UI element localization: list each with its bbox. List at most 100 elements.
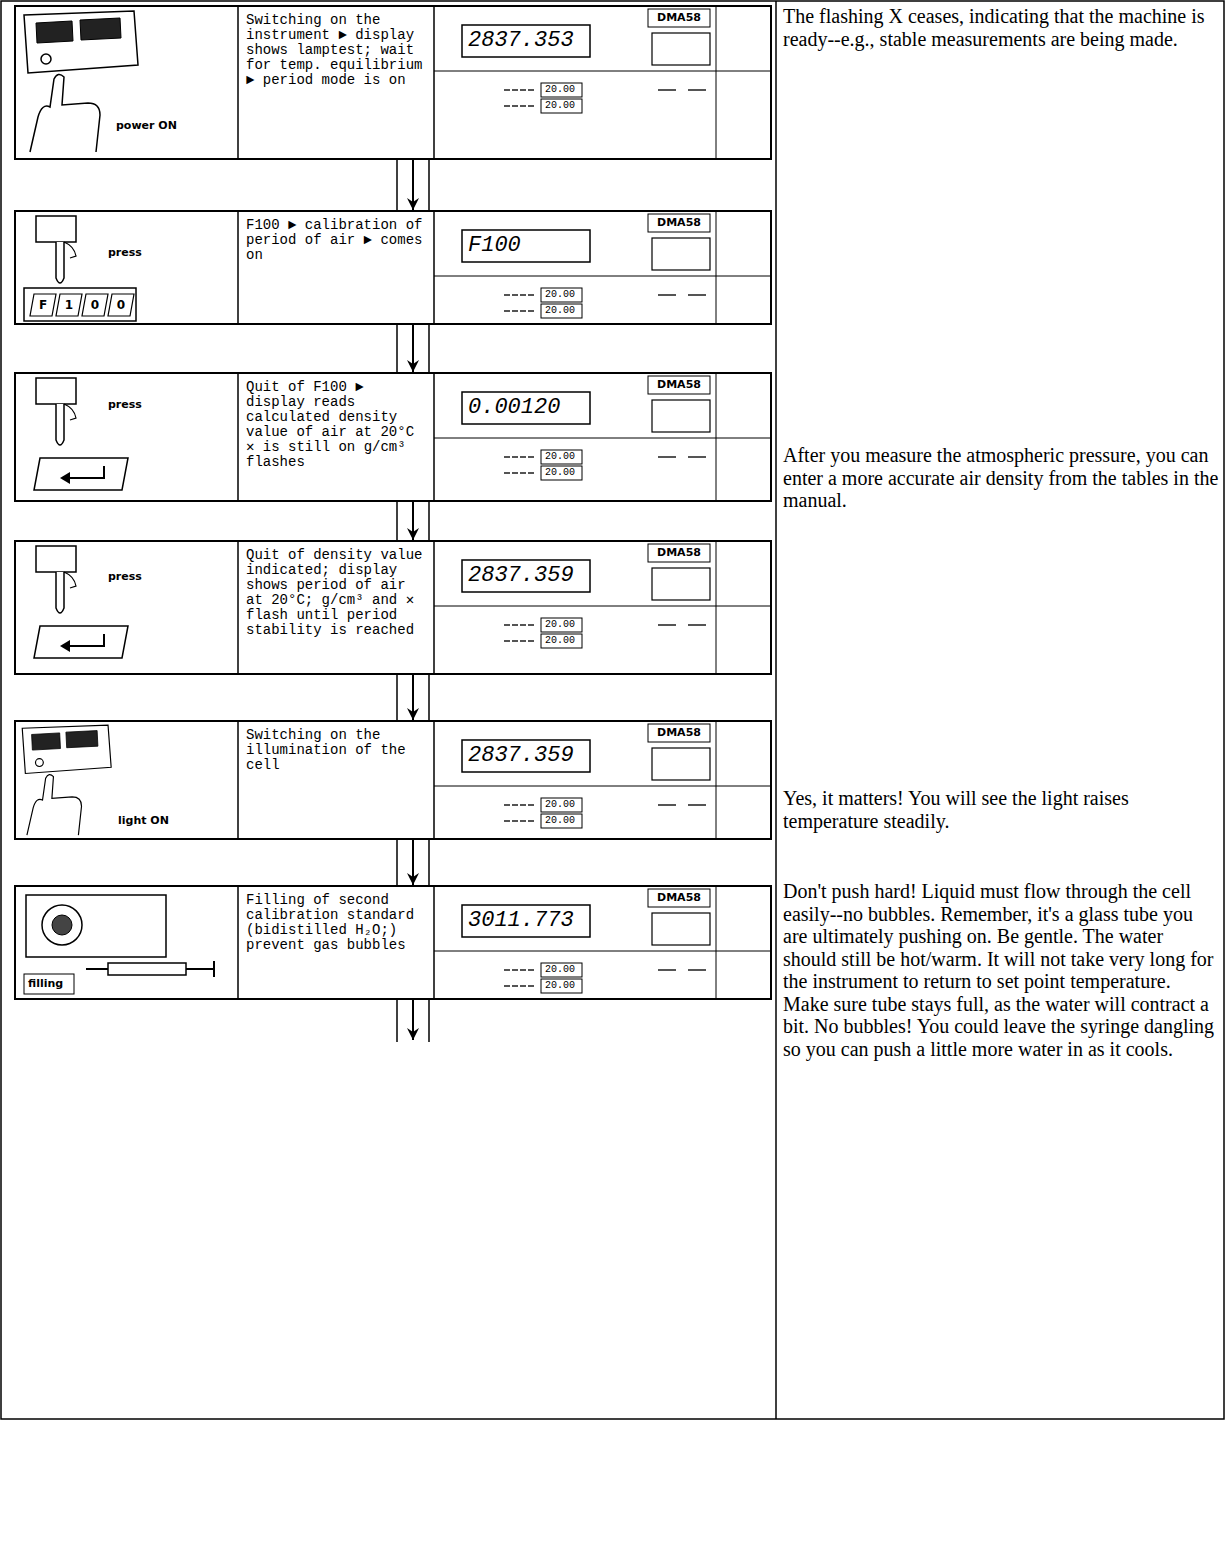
icon-caption: filling (28, 977, 63, 991)
key-cap (108, 294, 134, 316)
flow-arrow (412, 840, 414, 885)
temperature-box (541, 99, 582, 113)
keypad-frame (24, 288, 136, 321)
tiny-label-mark (504, 89, 534, 91)
enter-key-icon (34, 546, 128, 658)
panel-divider (237, 7, 239, 158)
temperature-reading: 20.00 (545, 100, 575, 112)
model-logo: DMA58 (648, 891, 710, 905)
display-divider (716, 722, 717, 838)
caption-box (24, 974, 74, 994)
display-divider (716, 542, 717, 673)
temperature-reading: 20.00 (545, 815, 575, 827)
rail (396, 502, 398, 540)
panel-art (24, 887, 770, 998)
tiny-label-mark (504, 624, 534, 626)
continue-arrow (412, 1000, 414, 1040)
step-instruction: Filling of second calibration standard (… (246, 893, 430, 953)
logo-box (648, 724, 710, 742)
instrument-panel (24, 11, 138, 73)
flow-arrow (412, 160, 414, 210)
temperature-box (541, 963, 582, 977)
column-divider (775, 1, 777, 1419)
indicator-mark (688, 969, 706, 971)
light-icon (22, 725, 111, 835)
rail (396, 1000, 398, 1042)
tiny-label-mark (504, 640, 534, 642)
display-divider (434, 951, 770, 952)
switch-button (36, 759, 44, 767)
blank-display (652, 568, 710, 600)
temperature-reading: 20.00 (545, 467, 575, 479)
display-window (462, 740, 590, 772)
indicator-mark (658, 89, 676, 91)
tiny-label-mark (504, 456, 534, 458)
step-panel: Switching on the illumination of the cel… (14, 720, 772, 840)
step-panel: Switching on the instrument ► display sh… (14, 5, 772, 160)
hand-knuckle (64, 404, 76, 420)
syringe-handle (213, 961, 215, 977)
blank-display (652, 238, 710, 270)
side-note: After you measure the atmospheric pressu… (783, 444, 1219, 512)
blank-display (652, 913, 710, 945)
cell-window (52, 915, 72, 935)
instrument-side (26, 895, 166, 957)
tiny-label-mark (504, 985, 534, 987)
indicator-mark (688, 624, 706, 626)
step-instruction: Quit of density value indicated; display… (246, 548, 430, 638)
temperature-box (541, 83, 582, 97)
logo-box (648, 889, 710, 907)
side-note: Don't push hard! Liquid must flow throug… (783, 880, 1219, 1060)
model-logo: DMA58 (648, 726, 710, 740)
blank-display (652, 400, 710, 432)
tiny-label-mark (504, 820, 534, 822)
hand-knuckle (64, 242, 76, 258)
switch-button (41, 54, 51, 64)
model-logo: DMA58 (648, 11, 710, 25)
flow-arrow (412, 325, 414, 372)
instrument-window (32, 733, 61, 750)
tiny-label-mark (504, 294, 534, 296)
pressing-hand (27, 775, 82, 836)
pointing-finger (56, 572, 64, 613)
display-window (462, 230, 590, 262)
temperature-box (541, 814, 582, 828)
key-cap (56, 294, 82, 316)
enter-key-icon (34, 378, 128, 490)
key-label: 0 (82, 297, 108, 313)
temperature-box (541, 979, 582, 993)
enter-symbol-head (60, 640, 70, 652)
icon-caption: power ON (116, 119, 177, 133)
panel-divider (433, 887, 435, 998)
indicator-mark (658, 624, 676, 626)
temperature-reading: 20.00 (545, 305, 575, 317)
instrument-window (36, 21, 73, 43)
rail (428, 675, 430, 720)
enter-symbol (68, 466, 104, 478)
syringe-needle (86, 968, 108, 970)
tiny-label-mark (504, 804, 534, 806)
tiny-label-mark (504, 310, 534, 312)
panel-divider (433, 374, 435, 500)
display-divider (434, 71, 770, 72)
rail (428, 840, 430, 885)
panel-divider (433, 7, 435, 158)
panel-divider (237, 374, 239, 500)
enter-symbol (68, 634, 104, 646)
display-reading: 3011.773 (468, 907, 574, 935)
tiny-label-mark (504, 105, 534, 107)
temperature-reading: 20.00 (545, 619, 575, 631)
tiny-label-mark (504, 472, 534, 474)
temperature-reading: 20.00 (545, 289, 575, 301)
temperature-box (541, 288, 582, 302)
panel-art (24, 212, 770, 323)
display-reading: F100 (468, 232, 521, 260)
logo-box (648, 214, 710, 232)
flow-arrow (412, 675, 414, 720)
enter-symbol-head (60, 472, 70, 484)
panel-art (34, 542, 770, 673)
hand-cuff (36, 546, 76, 572)
icon-caption: press (108, 398, 142, 412)
panel-divider (237, 887, 239, 998)
display-divider (434, 276, 770, 277)
